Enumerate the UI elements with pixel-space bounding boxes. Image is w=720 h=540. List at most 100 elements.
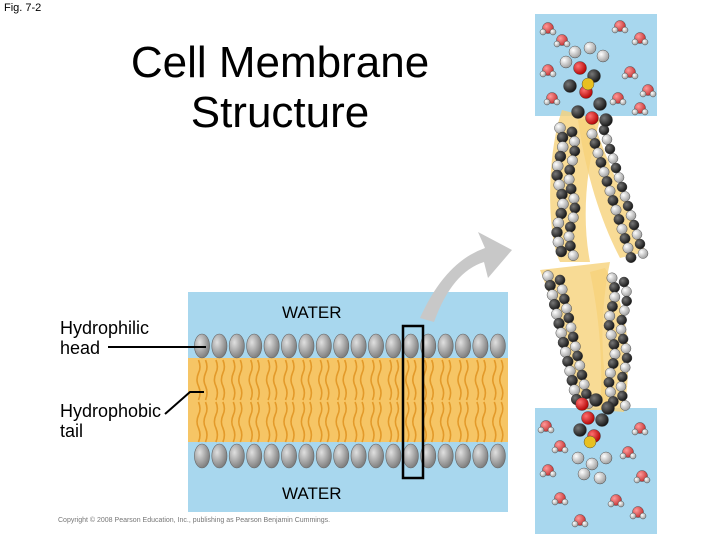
water-molecule-hydrogen bbox=[617, 500, 625, 508]
model-atom bbox=[621, 352, 633, 364]
model-atom bbox=[604, 310, 616, 322]
lipid-tail bbox=[377, 401, 382, 443]
phospholipid-head bbox=[385, 443, 402, 469]
model-atom bbox=[564, 221, 576, 233]
model-atom bbox=[625, 252, 637, 263]
model-head-atom bbox=[599, 113, 613, 127]
lipid-tail bbox=[370, 401, 375, 443]
lipid-tail bbox=[290, 359, 295, 401]
phospholipid-head bbox=[437, 443, 454, 469]
model-head-atom bbox=[581, 411, 595, 425]
model-atom bbox=[622, 200, 634, 212]
lipid-tail bbox=[481, 401, 487, 443]
lipid-tail bbox=[370, 359, 375, 401]
phospholipid-head bbox=[385, 333, 402, 359]
water-molecule-hydrogen bbox=[553, 98, 561, 106]
model-atom bbox=[604, 386, 616, 398]
lipid-tail bbox=[439, 401, 445, 443]
model-choline-atom bbox=[585, 457, 599, 471]
model-atom bbox=[605, 329, 617, 341]
model-atom bbox=[565, 183, 577, 195]
model-atom bbox=[551, 308, 563, 320]
model-atom bbox=[617, 371, 628, 383]
water-molecule-hydrogen bbox=[621, 72, 629, 80]
lipid-tail bbox=[265, 401, 271, 443]
lipid-tail bbox=[387, 359, 393, 401]
phospholipid-head bbox=[333, 443, 350, 469]
lipid-tail bbox=[255, 401, 260, 443]
model-atom bbox=[559, 293, 570, 305]
model-atom bbox=[586, 128, 598, 140]
model-atom bbox=[578, 379, 590, 390]
water-molecule-hydrogen bbox=[539, 470, 547, 478]
phospholipid-head bbox=[333, 333, 350, 359]
lipid-tail bbox=[394, 401, 400, 443]
phospholipid-head bbox=[489, 443, 506, 469]
phospholipid-head bbox=[246, 333, 263, 359]
lipid-tail bbox=[300, 359, 306, 401]
model-atom bbox=[598, 166, 610, 178]
water-molecule-hydrogen bbox=[539, 28, 547, 36]
water-molecule-hydrogen bbox=[629, 512, 637, 520]
model-atom bbox=[625, 210, 637, 221]
phospholipid-head bbox=[489, 333, 506, 359]
phospholipid-head bbox=[455, 333, 471, 359]
lipid-tail bbox=[481, 359, 487, 401]
water-molecule-hydrogen bbox=[553, 40, 561, 48]
model-head-atom bbox=[593, 97, 607, 111]
lipid-tail bbox=[335, 401, 340, 443]
model-atom bbox=[634, 238, 646, 250]
model-head-atom bbox=[601, 401, 615, 415]
model-atom bbox=[613, 214, 625, 225]
model-atom bbox=[608, 339, 620, 350]
model-atom bbox=[569, 202, 581, 214]
water-molecule-hydrogen bbox=[571, 520, 579, 528]
lipid-tail bbox=[492, 401, 497, 443]
water-molecule-hydrogen bbox=[561, 446, 569, 454]
lipid-tail bbox=[318, 401, 323, 443]
phospholipid-head bbox=[281, 443, 297, 469]
phospholipid-head bbox=[472, 333, 489, 359]
model-head-atom bbox=[589, 393, 603, 407]
water-molecule-hydrogen bbox=[619, 98, 627, 106]
lipid-tail bbox=[342, 359, 347, 401]
lipid-tail bbox=[474, 359, 480, 401]
model-atom bbox=[595, 157, 607, 168]
water-molecule-hydrogen bbox=[639, 90, 647, 98]
lipid-tail bbox=[265, 359, 271, 401]
model-head-atom bbox=[563, 79, 577, 93]
model-head-atom bbox=[575, 397, 589, 411]
lipid-tail bbox=[492, 359, 497, 401]
phospholipid-head bbox=[246, 443, 263, 469]
model-atom bbox=[554, 274, 566, 286]
phospholipid-head bbox=[420, 443, 437, 469]
model-atom bbox=[568, 384, 581, 396]
model-choline-atom bbox=[571, 451, 585, 465]
water-molecule-hydrogen bbox=[563, 40, 571, 48]
model-atom bbox=[606, 272, 618, 284]
phospholipid-head bbox=[263, 443, 280, 469]
curved-arrow-icon bbox=[420, 232, 512, 322]
model-atom bbox=[589, 138, 601, 149]
model-atom bbox=[561, 303, 572, 314]
model-atom bbox=[548, 298, 561, 311]
lipid-tail bbox=[248, 359, 253, 401]
lipid-tail bbox=[325, 401, 330, 443]
model-atom bbox=[570, 341, 581, 352]
model-atom bbox=[552, 236, 565, 248]
water-molecule-hydrogen bbox=[551, 498, 559, 506]
lipid-tails bbox=[196, 359, 504, 443]
model-atom bbox=[555, 327, 567, 339]
lipid-tail bbox=[318, 359, 323, 401]
model-choline-atom bbox=[577, 467, 591, 481]
lipid-tail bbox=[429, 401, 434, 443]
water-molecule-hydrogen bbox=[549, 28, 557, 36]
water-molecule-hydrogen bbox=[641, 108, 649, 116]
lipid-tail bbox=[352, 401, 358, 443]
phospholipid-head bbox=[298, 443, 315, 469]
model-atom bbox=[613, 172, 625, 183]
model-atom bbox=[607, 153, 619, 164]
model-molecules bbox=[537, 20, 657, 528]
lipid-tail bbox=[412, 401, 417, 443]
lipid-tail bbox=[300, 401, 306, 443]
